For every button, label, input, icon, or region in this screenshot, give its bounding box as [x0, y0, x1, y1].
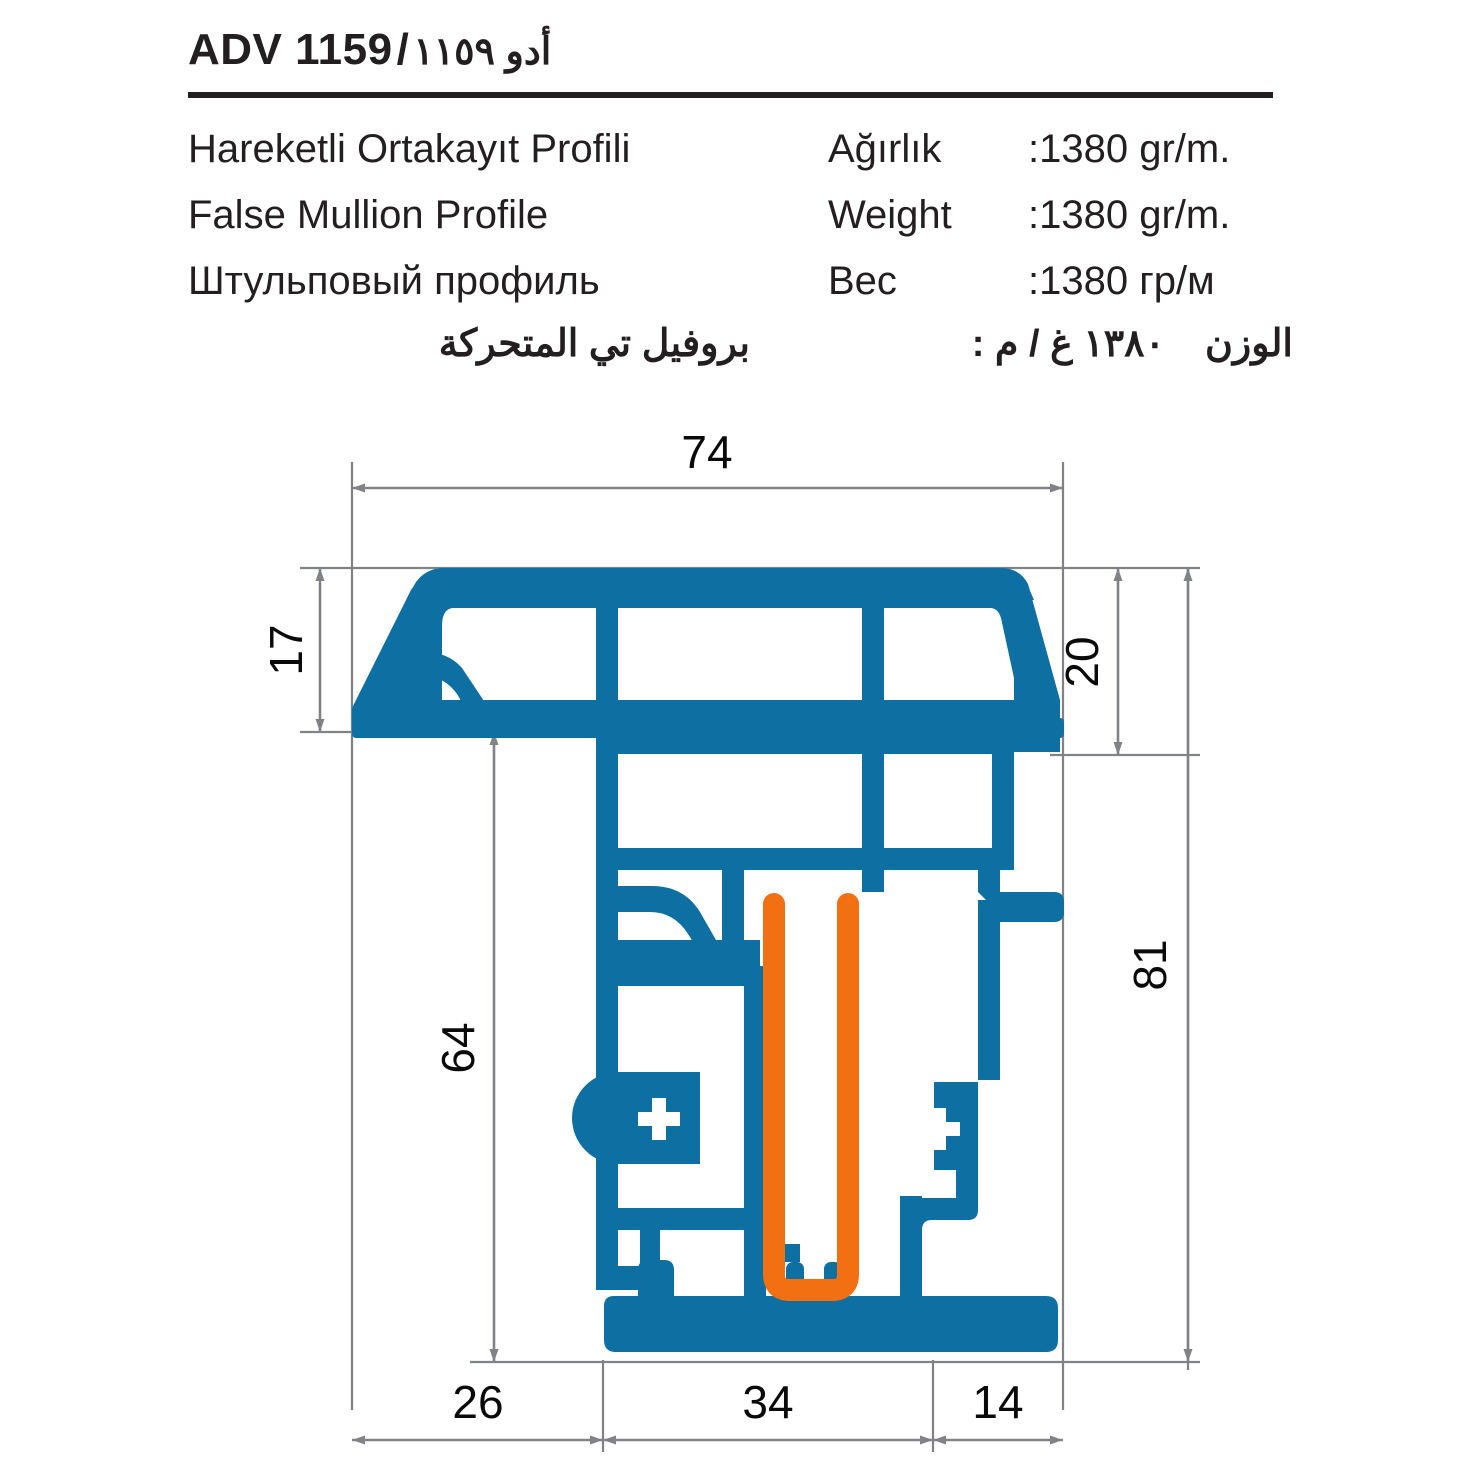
dimension-label-17: 17 — [260, 624, 312, 675]
dimension-81: 81 — [1124, 568, 1193, 1362]
body-inner-wall-lower — [744, 966, 766, 1230]
dimension-label-20: 20 — [1056, 636, 1108, 687]
gasket-cap-right — [837, 896, 859, 914]
description-ru: Штульповый профиль — [188, 259, 600, 303]
profile-cross-section-drawing: 74 17 20 64 81 26 34 14 — [0, 400, 1478, 1478]
dimension-label-74: 74 — [681, 426, 732, 478]
page-title: ADV 1159 / أدو ١١٥٩ — [188, 28, 1293, 86]
weight-value-ru: :1380 гр/м — [1028, 259, 1215, 303]
weight-row-ar: الوزن ١٣٨٠ غ / م : — [828, 314, 1293, 374]
description-en: False Mullion Profile — [188, 193, 549, 237]
weight-label-ru: Вес — [828, 259, 897, 303]
orange-gasket-caps — [763, 896, 859, 914]
gasket-u-outline — [763, 893, 859, 1301]
pvc-profile-section — [352, 568, 1064, 1352]
title-arabic: أدو ١١٥٩ — [413, 31, 552, 73]
mid-gasket-hook — [596, 870, 722, 966]
screw-cross-left-icon — [638, 1098, 680, 1140]
weight-value-tr: :1380 gr/m. — [1028, 127, 1231, 171]
screw-cross-right-icon — [918, 1108, 960, 1150]
mid-horizontal-web — [596, 940, 782, 986]
dimension-34: 34 — [603, 1376, 933, 1445]
dimension-20: 20 — [1056, 568, 1123, 755]
dimension-label-64: 64 — [432, 1022, 484, 1073]
dimension-17: 17 — [260, 568, 325, 732]
body-left-wall-upper — [596, 732, 618, 892]
right-lower-wall — [900, 1196, 922, 1306]
body-upper-chamber — [596, 732, 1014, 892]
weight-row-tr: Ağırlık :1380 gr/m. — [828, 116, 1293, 182]
dimension-14: 14 — [933, 1376, 1063, 1445]
right-wall-foot — [900, 1296, 922, 1306]
dimension-label-26: 26 — [452, 1376, 503, 1428]
weight-label-ar: الوزن — [1204, 323, 1293, 365]
description-column: Hareketli Ortakayıt Profili False Mullio… — [188, 116, 828, 374]
body-lower-web — [596, 1208, 766, 1230]
head-top-band — [408, 568, 1034, 602]
head-rib-2 — [862, 596, 884, 736]
screw-cross-slots — [638, 1098, 960, 1150]
right-step-wall — [978, 900, 1000, 1080]
dimension-label-34: 34 — [742, 1376, 793, 1428]
dimension-64: 64 — [432, 732, 499, 1362]
mid-inner-rib — [722, 870, 744, 940]
title-code: ADV 1159 — [188, 25, 393, 74]
title-separator: / — [396, 25, 410, 74]
weight-row-en: Weight :1380 gr/m. — [828, 182, 1293, 248]
head-rib-1 — [596, 596, 618, 736]
title-divider — [188, 92, 1273, 98]
dimension-26: 26 — [352, 1376, 603, 1445]
dimension-74: 74 — [352, 426, 1063, 493]
weight-value-ar: ١٣٨٠ غ / م : — [971, 323, 1165, 365]
gasket-cap-left — [763, 896, 785, 914]
weight-value-en: :1380 gr/m. — [1028, 193, 1231, 237]
base-plate — [604, 1260, 1058, 1352]
profile-header: ADV 1159 / أدو ١١٥٩ Hareketli Ortakayıt … — [188, 28, 1293, 374]
weight-column: Ağırlık :1380 gr/m. Weight :1380 gr/m. В… — [828, 116, 1293, 374]
weight-label-en: Weight — [828, 193, 952, 237]
description-ar: بروفيل تي المتحركة — [438, 323, 750, 365]
gasket-hook-arc — [372, 652, 492, 732]
orange-gasket — [763, 893, 859, 1301]
profile-info: Hareketli Ortakayıt Profili False Mullio… — [188, 116, 1293, 374]
dimension-label-81: 81 — [1124, 939, 1176, 990]
description-tr: Hareketli Ortakayıt Profili — [188, 127, 631, 171]
dimension-label-14: 14 — [972, 1376, 1023, 1428]
weight-row-ru: Вес :1380 гр/м — [828, 248, 1293, 314]
weight-label-tr: Ağırlık — [828, 127, 942, 171]
